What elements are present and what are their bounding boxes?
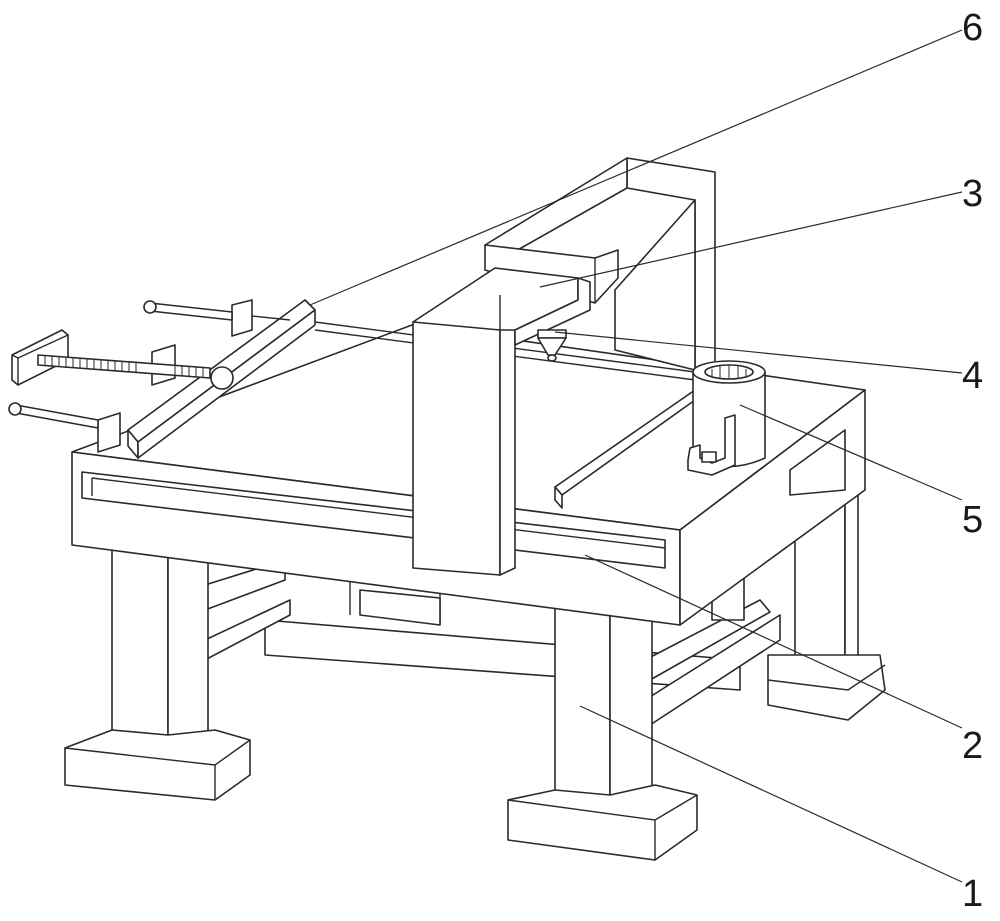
label-6: 6	[962, 7, 983, 49]
label-2: 2	[962, 725, 983, 767]
label-1: 1	[962, 873, 983, 915]
cylinder-holder	[688, 361, 765, 475]
reference-numerals: 6 3 4 5 2 1	[962, 7, 983, 915]
leader-6	[310, 30, 962, 305]
front-right-leg	[508, 585, 697, 860]
label-4: 4	[962, 355, 983, 397]
label-5: 5	[962, 499, 983, 541]
leader-3	[540, 192, 962, 287]
label-3: 3	[962, 173, 983, 215]
